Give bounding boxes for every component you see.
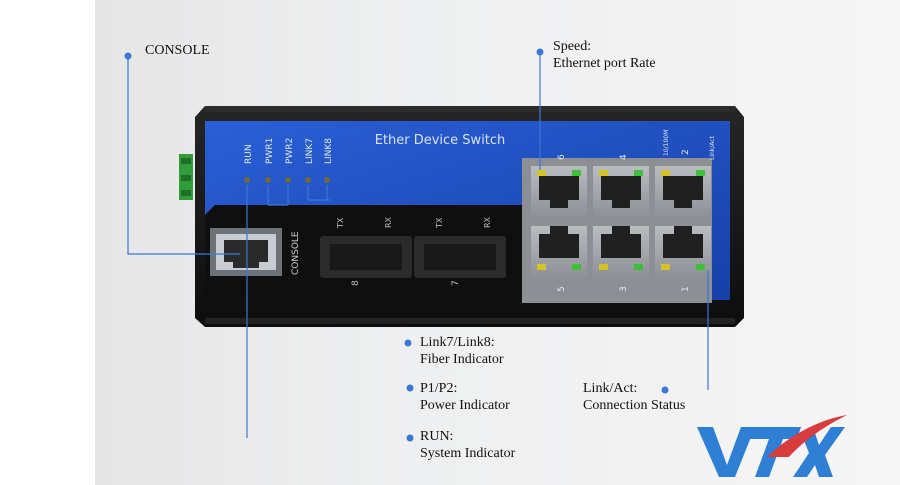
- fiber-callout-dot: [405, 340, 412, 347]
- link-callout: Link/Act: Connection Status: [583, 380, 685, 414]
- led-label-link8: LINK8: [324, 138, 334, 164]
- fiber-rx-label-8: RX: [384, 216, 393, 228]
- rj45-port-1: [655, 226, 711, 276]
- fiber-tx-label-8: TX: [336, 217, 345, 229]
- led-label-pwr1: PWR1: [265, 138, 275, 164]
- link-callout-title: Link/Act:: [583, 380, 685, 397]
- rj45-port-6: [531, 166, 587, 216]
- run-callout-title: RUN:: [420, 428, 515, 445]
- speed-callout: Speed: Ethernet port Rate: [553, 38, 656, 72]
- run-callout-dot: [407, 435, 414, 442]
- led-label-pwr2: PWR2: [285, 138, 295, 164]
- rj45-port-4: [593, 166, 649, 216]
- power-callout-desc: Power Indicator: [420, 397, 510, 414]
- rj45-number-3: 3: [619, 286, 629, 292]
- fiber-port-number-8: 8: [351, 280, 361, 286]
- rj45-number-4: 4: [619, 154, 629, 160]
- link-callout-desc: Connection Status: [583, 397, 685, 414]
- link7-led: [305, 177, 311, 183]
- rj45-number-5: 5: [557, 286, 567, 292]
- led-label-run: RUN: [244, 144, 254, 164]
- link8-led: [324, 177, 330, 183]
- rj45-port-5: [531, 226, 587, 276]
- device-title: Ether Device Switch: [375, 133, 506, 148]
- speed-label: 10/100M: [663, 130, 670, 156]
- fiber-rx-label-7: RX: [483, 216, 492, 228]
- fiber-callout-title: Link7/Link8:: [420, 334, 504, 351]
- power-callout-dot: [407, 385, 414, 392]
- led-label-link7: LINK7: [305, 138, 315, 164]
- power-callout-title: P1/P2:: [420, 380, 510, 397]
- run-callout: RUN: System Indicator: [420, 428, 515, 462]
- speed-callout-dot: [537, 49, 544, 56]
- rj45-number-6: 6: [557, 154, 567, 160]
- console-callout: CONSOLE: [145, 42, 210, 59]
- power-callout: P1/P2: Power Indicator: [420, 380, 510, 414]
- pwr2-led: [285, 177, 291, 183]
- fiber-port-number-7: 7: [451, 280, 461, 286]
- speed-callout-desc: Ethernet port Rate: [553, 55, 656, 72]
- pwr1-led: [265, 177, 271, 183]
- fiber-tx-label-7: TX: [435, 217, 444, 229]
- rj45-number-2: 2: [681, 149, 691, 155]
- run-callout-desc: System Indicator: [420, 445, 515, 462]
- rj45-number-1: 1: [681, 286, 691, 292]
- fiber-callout: Link7/Link8: Fiber Indicator: [420, 334, 504, 368]
- console-callout-title: CONSOLE: [145, 42, 210, 59]
- speed-callout-title: Speed:: [553, 38, 656, 55]
- rj45-port-2: [655, 166, 711, 216]
- fiber-callout-desc: Fiber Indicator: [420, 351, 504, 368]
- console-callout-dot: [125, 53, 132, 60]
- run-led: [244, 177, 250, 183]
- vtx-logo: [697, 413, 847, 485]
- rj45-port-3: [593, 226, 649, 276]
- linkact-label: Link/Act: [709, 135, 716, 160]
- console-port-label: CONSOLE: [291, 231, 301, 275]
